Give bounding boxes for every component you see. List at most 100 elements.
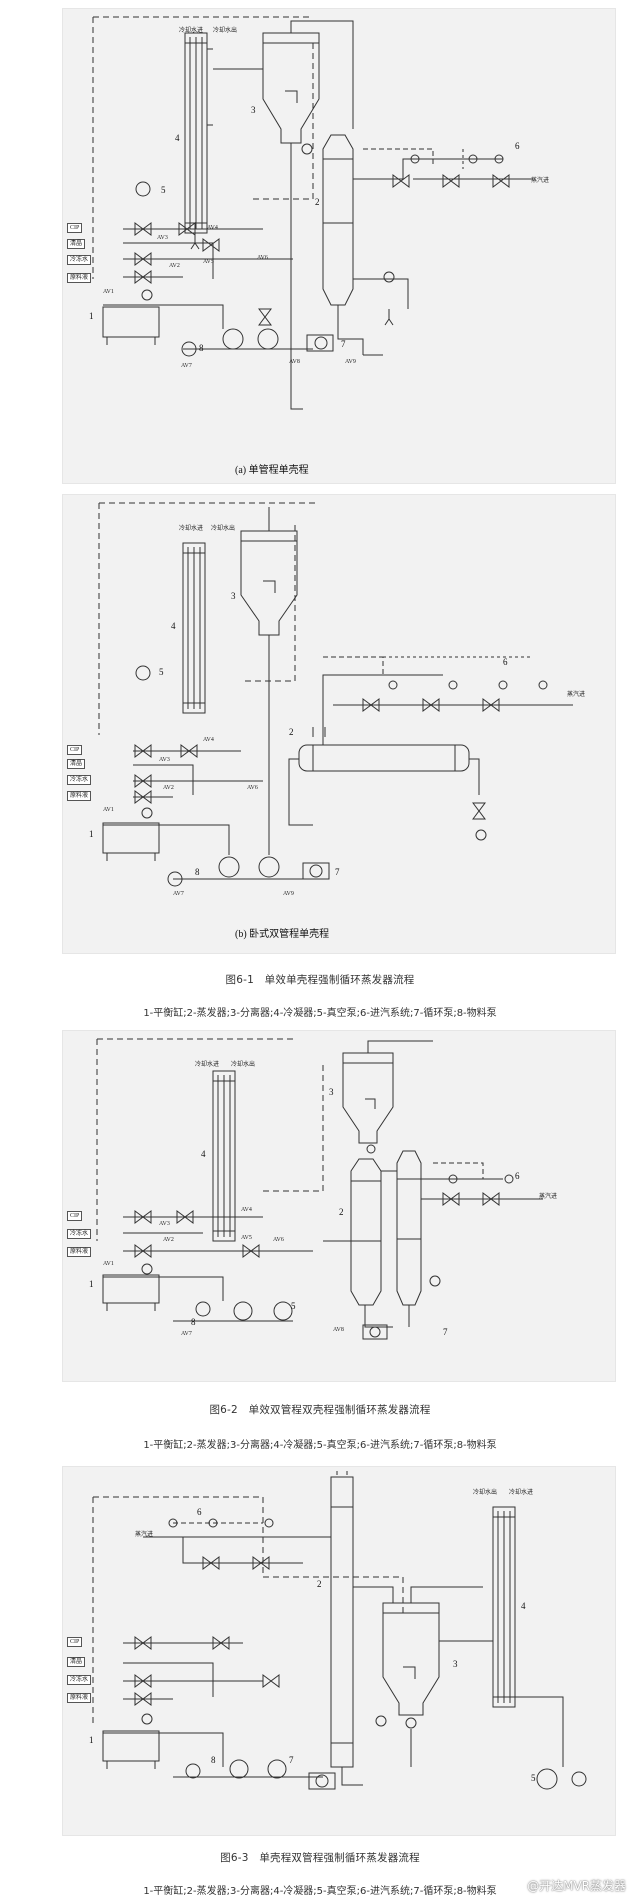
valve-label-av9: AV9 (345, 359, 356, 365)
label-2: 2 (317, 1579, 322, 1589)
input-tag-clean: 清晶 (67, 1657, 86, 1667)
label-4: 4 (175, 133, 180, 143)
valve-label-av3: AV3 (157, 235, 168, 241)
label-7: 7 (443, 1327, 448, 1337)
label-3: 3 (231, 591, 236, 601)
valve-label-av8: AV8 (333, 1327, 344, 1333)
sub-caption-b: (b) 卧式双管程单壳程 (235, 929, 330, 940)
label-5: 5 (291, 1301, 296, 1311)
cooling-water-in-label: 冷却水进 (179, 526, 204, 532)
input-tag-cip: CIP (67, 1211, 83, 1221)
input-tag-clean: 清晶 (67, 759, 86, 769)
diagram-panel-6-2: 冷却水进 冷却水出 蒸汽进 CIP 冷冻水 原料液 AV1 AV2 AV3 AV… (62, 1030, 616, 1382)
label-7: 7 (335, 867, 340, 877)
valve-label-av3: AV3 (159, 1221, 170, 1227)
valve-label-av6: AV6 (273, 1237, 284, 1243)
input-tag-feed: 原料液 (67, 791, 92, 801)
valve-label-av3: AV3 (159, 757, 170, 763)
steam-in-label: 蒸汽进 (531, 178, 550, 184)
label-3: 3 (453, 1659, 458, 1669)
valve-label-av1: AV1 (103, 289, 114, 295)
input-tag-clean: 清晶 (67, 239, 86, 249)
label-4: 4 (201, 1149, 206, 1159)
label-6: 6 (515, 1171, 520, 1181)
label-2: 2 (315, 197, 320, 207)
valve-label-av9: AV9 (283, 891, 294, 897)
valve-label-av5: AV5 (241, 1235, 252, 1241)
valve-label-av8: AV8 (289, 359, 300, 365)
cooling-water-out-label: 冷却水出 (231, 1062, 256, 1068)
diagram-panel-6-1a: 冷却水进 冷却水出 蒸汽进 CIP 清晶 冷冻水 原料液 AV1 AV2 AV3… (62, 8, 616, 484)
valve-label-av7: AV7 (181, 363, 192, 369)
cooling-water-in-label: 冷却水进 (509, 1490, 534, 1496)
label-5: 5 (159, 667, 164, 677)
cooling-water-in-label: 冷却水进 (195, 1062, 220, 1068)
valve-label-av4: AV4 (241, 1207, 252, 1213)
figure-legend-6-2: 1-平衡缸;2-蒸发器;3-分离器;4-冷凝器;5-真空泵;6-进汽系统;7-循… (143, 1440, 497, 1451)
label-2: 2 (339, 1207, 344, 1217)
label-1: 1 (89, 1279, 94, 1289)
label-3: 3 (251, 105, 256, 115)
steam-in-label: 蒸汽进 (567, 692, 586, 698)
input-tag-cip: CIP (67, 1637, 83, 1647)
label-2: 2 (289, 727, 294, 737)
input-tag-chilled-water: 冷冻水 (67, 1229, 92, 1239)
label-8: 8 (195, 867, 200, 877)
valve-label-av2: AV2 (163, 1237, 174, 1243)
figure-legend-6-3: 1-平衡缸;2-蒸发器;3-分离器;4-冷凝器;5-真空泵;6-进汽系统;7-循… (143, 1886, 497, 1897)
label-5: 5 (531, 1773, 536, 1783)
label-8: 8 (199, 343, 204, 353)
valve-label-av6: AV6 (257, 255, 268, 261)
input-tag-chilled-water: 冷冻水 (67, 1675, 92, 1685)
input-tag-chilled-water: 冷冻水 (67, 775, 92, 785)
label-1: 1 (89, 829, 94, 839)
valve-label-av1: AV1 (103, 1261, 114, 1267)
label-4: 4 (521, 1601, 526, 1611)
label-8: 8 (191, 1317, 196, 1327)
input-tag-feed: 原料液 (67, 273, 92, 283)
input-tag-cip: CIP (67, 745, 83, 755)
steam-in-label: 蒸汽进 (135, 1532, 154, 1538)
label-8: 8 (211, 1755, 216, 1765)
label-7: 7 (289, 1755, 294, 1765)
process-flow-diagram (92, 1471, 587, 1790)
process-flow-diagram (92, 16, 533, 410)
label-6: 6 (515, 141, 520, 151)
input-tag-feed: 原料液 (67, 1693, 92, 1703)
input-tag-cip: CIP (67, 223, 83, 233)
label-1: 1 (89, 1735, 94, 1745)
process-flow-diagram (98, 502, 573, 887)
label-5: 5 (161, 185, 166, 195)
valve-label-av6: AV6 (247, 785, 258, 791)
diagram-panel-6-3: 冷却水出 冷却水进 蒸汽进 CIP 清晶 冷冻水 原料液 1 2 3 4 5 6… (62, 1466, 616, 1836)
valve-label-av2: AV2 (163, 785, 174, 791)
label-4: 4 (171, 621, 176, 631)
valve-label-av2: AV2 (169, 263, 180, 269)
valve-label-av7: AV7 (181, 1331, 192, 1337)
label-6: 6 (197, 1507, 202, 1517)
input-tag-chilled-water: 冷冻水 (67, 255, 92, 265)
steam-in-label: 蒸汽进 (539, 1194, 558, 1200)
figure-caption-6-2: 图6-2 单效双管程双壳程强制循环蒸发器流程 (209, 1404, 431, 1416)
cooling-water-out-label: 冷却水出 (211, 526, 236, 532)
label-7: 7 (341, 339, 346, 349)
figure-caption-6-1: 图6-1 单效单壳程强制循环蒸发器流程 (225, 974, 415, 986)
watermark: @开达MVR蒸发器 (527, 1879, 626, 1893)
cooling-water-in-label: 冷却水进 (179, 28, 204, 34)
valve-label-av5: AV5 (203, 259, 214, 265)
valve-label-av4: AV4 (207, 225, 218, 231)
diagram-panel-6-1b: 冷却水进 冷却水出 蒸汽进 CIP 清晶 冷冻水 原料液 AV1 AV2 AV3… (62, 494, 616, 954)
figure-caption-6-3: 图6-3 单壳程双管程强制循环蒸发器流程 (220, 1852, 420, 1864)
input-tag-feed: 原料液 (67, 1247, 92, 1257)
process-flow-diagram (96, 1038, 543, 1340)
valve-label-av1: AV1 (103, 807, 114, 813)
figure-legend-6-1: 1-平衡缸;2-蒸发器;3-分离器;4-冷凝器;5-真空泵;6-进汽系统;7-循… (143, 1008, 497, 1019)
cooling-water-out-label: 冷却水出 (473, 1490, 498, 1496)
cooling-water-out-label: 冷却水出 (213, 28, 238, 34)
sub-caption-a: (a) 单管程单壳程 (235, 465, 309, 476)
valve-label-av4: AV4 (203, 737, 214, 743)
valve-label-av7: AV7 (173, 891, 184, 897)
label-3: 3 (329, 1087, 334, 1097)
label-1: 1 (89, 311, 94, 321)
